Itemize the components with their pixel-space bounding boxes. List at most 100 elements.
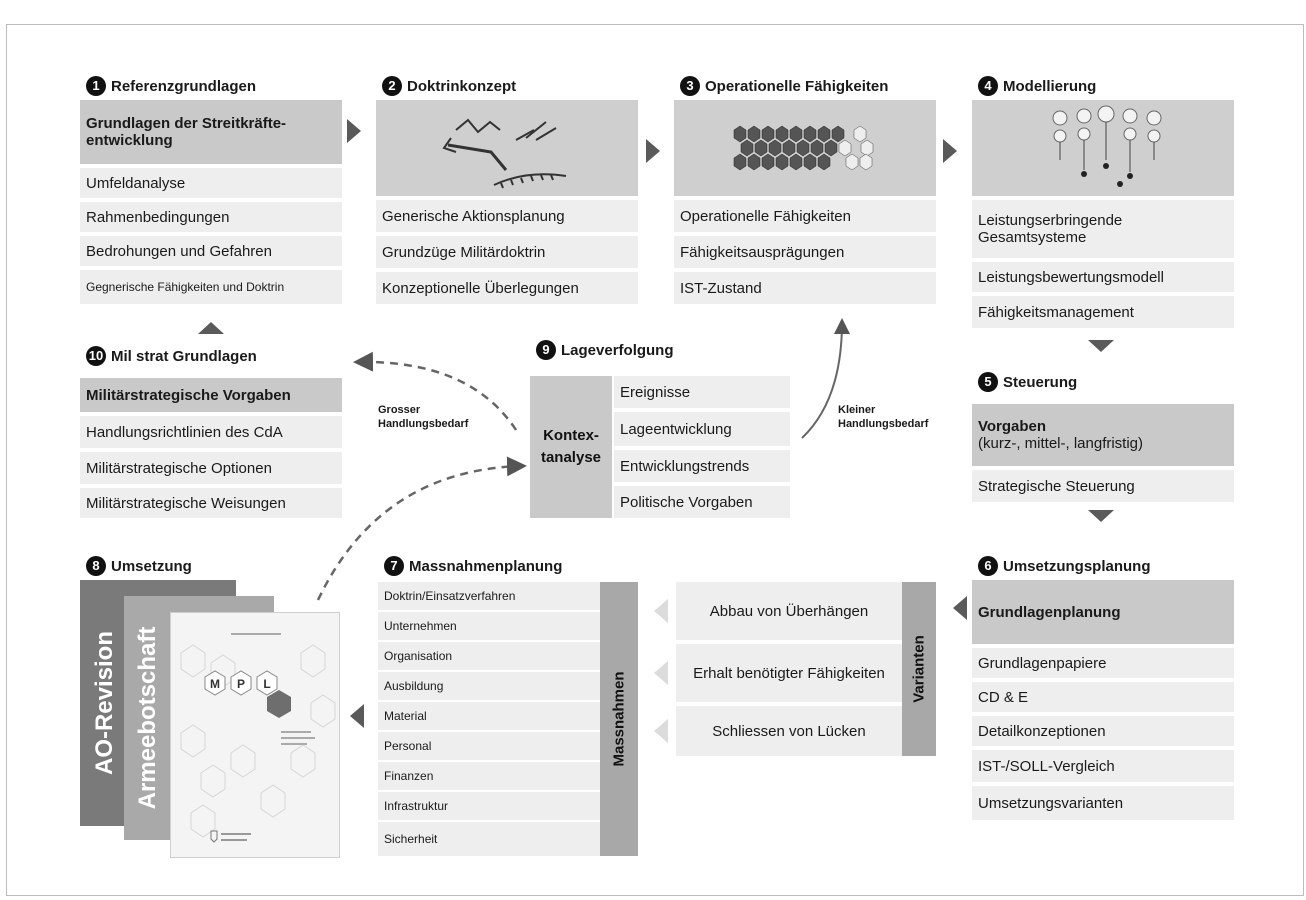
step-number-3: 3 xyxy=(680,76,700,96)
varianten-item: Erhalt benötigter Fähigkeiten xyxy=(676,644,902,702)
section-9-title: Lageverfolgung xyxy=(561,341,674,359)
s10-item: Militärstrategische Weisungen xyxy=(80,488,342,518)
s6-item: Umsetzungsvarianten xyxy=(972,786,1234,820)
s3-item: IST-Zustand xyxy=(674,272,936,304)
s7-item: Infrastruktur xyxy=(378,792,600,820)
arrow-down xyxy=(1088,510,1114,522)
section-7-title: Massnahmenplanung xyxy=(409,557,563,575)
diagram-frame xyxy=(6,24,1304,896)
s1-item: Rahmenbedingungen xyxy=(80,202,342,232)
s10-item: Militärstrategische Vorgaben xyxy=(80,378,342,412)
s6-item: IST-/SOLL-Vergleich xyxy=(972,750,1234,782)
massnahmen-bar: Massnahmen xyxy=(600,582,638,856)
section-3-title: Operationelle Fähigkeiten xyxy=(705,77,889,95)
grosser-handlungsbedarf-label: Grosser Handlungsbedarf xyxy=(378,404,469,430)
s6-item: Grundlagenpapiere xyxy=(972,648,1234,678)
capability-hex-image xyxy=(674,100,936,196)
s7-item: Personal xyxy=(378,732,600,760)
section-9-header: 9 Lageverfolgung xyxy=(536,340,674,360)
doc-ao-revision-label: AO-Revision xyxy=(91,630,118,776)
s6-item: Detailkonzeptionen xyxy=(972,716,1234,746)
s5-vorgaben-sub: (kurz-, mittel-, langfristig) xyxy=(978,435,1144,452)
section-5-header: 5 Steuerung xyxy=(978,372,1077,392)
arrow-left xyxy=(654,719,668,743)
arrow-left xyxy=(654,661,668,685)
section-8-title: Umsetzung xyxy=(111,557,192,575)
doc-armeebotschaft-label: Armeebotschaft xyxy=(134,626,161,810)
s7-item: Material xyxy=(378,702,600,730)
step-number-9: 9 xyxy=(536,340,556,360)
s6-item: Grundlagenplanung xyxy=(972,580,1234,644)
s2-item: Konzeptionelle Überlegungen xyxy=(376,272,638,304)
s1-item: Bedrohungen und Gefahren xyxy=(80,236,342,266)
step-number-4: 4 xyxy=(978,76,998,96)
s7-item: Sicherheit xyxy=(378,822,600,856)
section-7-header: 7 Massnahmenplanung xyxy=(384,556,562,576)
section-10-header: 10 Mil strat Grundlagen xyxy=(86,346,257,366)
s7-item: Unternehmen xyxy=(378,612,600,640)
s3-item: Operationelle Fähigkeiten xyxy=(674,200,936,232)
varianten-bar: Varianten xyxy=(902,582,936,756)
arrow-right xyxy=(943,139,957,163)
s3-item: Fähigkeitsausprägungen xyxy=(674,236,936,268)
step-number-6: 6 xyxy=(978,556,998,576)
arrow-right xyxy=(646,139,660,163)
varianten-item: Abbau von Überhängen xyxy=(676,582,902,640)
s10-item: Handlungsrichtlinien des CdA xyxy=(80,416,342,448)
s1-item: Grundlagen der Streitkräfte-entwicklung xyxy=(80,100,342,164)
s7-item: Doktrin/Einsatzverfahren xyxy=(378,582,600,610)
varianten-item: Schliessen von Lücken xyxy=(676,706,902,756)
kontextanalyse-block: Kontex-tanalyse xyxy=(530,376,612,518)
arrow-left xyxy=(953,596,967,620)
kleiner-handlungsbedarf-label: Kleiner Handlungsbedarf xyxy=(838,404,929,430)
kontextanalyse-label: Kontex-tanalyse xyxy=(540,427,602,466)
s5-vorgaben-label: Vorgaben xyxy=(978,418,1047,435)
section-2-header: 2 Doktrinkonzept xyxy=(382,76,516,96)
s4-item: Leistungsbewertungsmodell xyxy=(972,262,1234,292)
s9-item: Entwicklungstrends xyxy=(614,450,790,482)
s4-item: Fähigkeitsmanagement xyxy=(972,296,1234,328)
doctrine-sketch-image xyxy=(376,100,638,196)
massnahmen-label: Massnahmen xyxy=(610,671,628,767)
s9-item: Politische Vorgaben xyxy=(614,486,790,518)
arrow-right xyxy=(347,119,361,143)
s9-item: Ereignisse xyxy=(614,376,790,408)
section-1-header: 1 Referenzgrundlagen xyxy=(86,76,256,96)
section-1-title: Referenzgrundlagen xyxy=(111,77,257,95)
arrow-left xyxy=(654,599,668,623)
section-2-title: Doktrinkonzept xyxy=(407,77,517,95)
section-8-header: 8 Umsetzung xyxy=(86,556,192,576)
section-5-title: Steuerung xyxy=(1003,373,1078,391)
section-4-title: Modellierung xyxy=(1003,77,1097,95)
section-4-header: 4 Modellierung xyxy=(978,76,1096,96)
arrow-left xyxy=(350,704,364,728)
arrow-up xyxy=(198,322,224,334)
document-mpl-cover: M P L xyxy=(170,612,340,858)
s7-item: Finanzen xyxy=(378,762,600,790)
s9-item: Lageentwicklung xyxy=(614,412,790,446)
step-number-7: 7 xyxy=(384,556,404,576)
step-number-8: 8 xyxy=(86,556,106,576)
mpl-letter-l: L xyxy=(263,677,270,691)
s7-item: Organisation xyxy=(378,642,600,670)
s2-item: Grundzüge Militärdoktrin xyxy=(376,236,638,268)
step-number-5: 5 xyxy=(978,372,998,392)
step-number-2: 2 xyxy=(382,76,402,96)
section-3-header: 3 Operationelle Fähigkeiten xyxy=(680,76,888,96)
section-10-title: Mil strat Grundlagen xyxy=(111,347,257,365)
s5-vorgaben: Vorgaben (kurz-, mittel-, langfristig) xyxy=(972,404,1234,466)
mpl-letter-p: P xyxy=(237,677,245,691)
s4-item: Leistungserbringende Gesamtsysteme xyxy=(972,200,1234,258)
s2-item: Generische Aktionsplanung xyxy=(376,200,638,232)
s5-item: Strategische Steuerung xyxy=(972,470,1234,502)
s7-item: Ausbildung xyxy=(378,672,600,700)
varianten-label: Varianten xyxy=(910,635,928,703)
model-tree-image xyxy=(972,100,1234,196)
s10-item: Militärstrategische Optionen xyxy=(80,452,342,484)
step-number-10: 10 xyxy=(86,346,106,366)
s1-item: Gegnerische Fähigkeiten und Doktrin xyxy=(80,270,342,304)
section-6-header: 6 Umsetzungsplanung xyxy=(978,556,1151,576)
step-number-1: 1 xyxy=(86,76,106,96)
section-6-title: Umsetzungsplanung xyxy=(1003,557,1151,575)
mpl-letter-m: M xyxy=(210,677,220,691)
